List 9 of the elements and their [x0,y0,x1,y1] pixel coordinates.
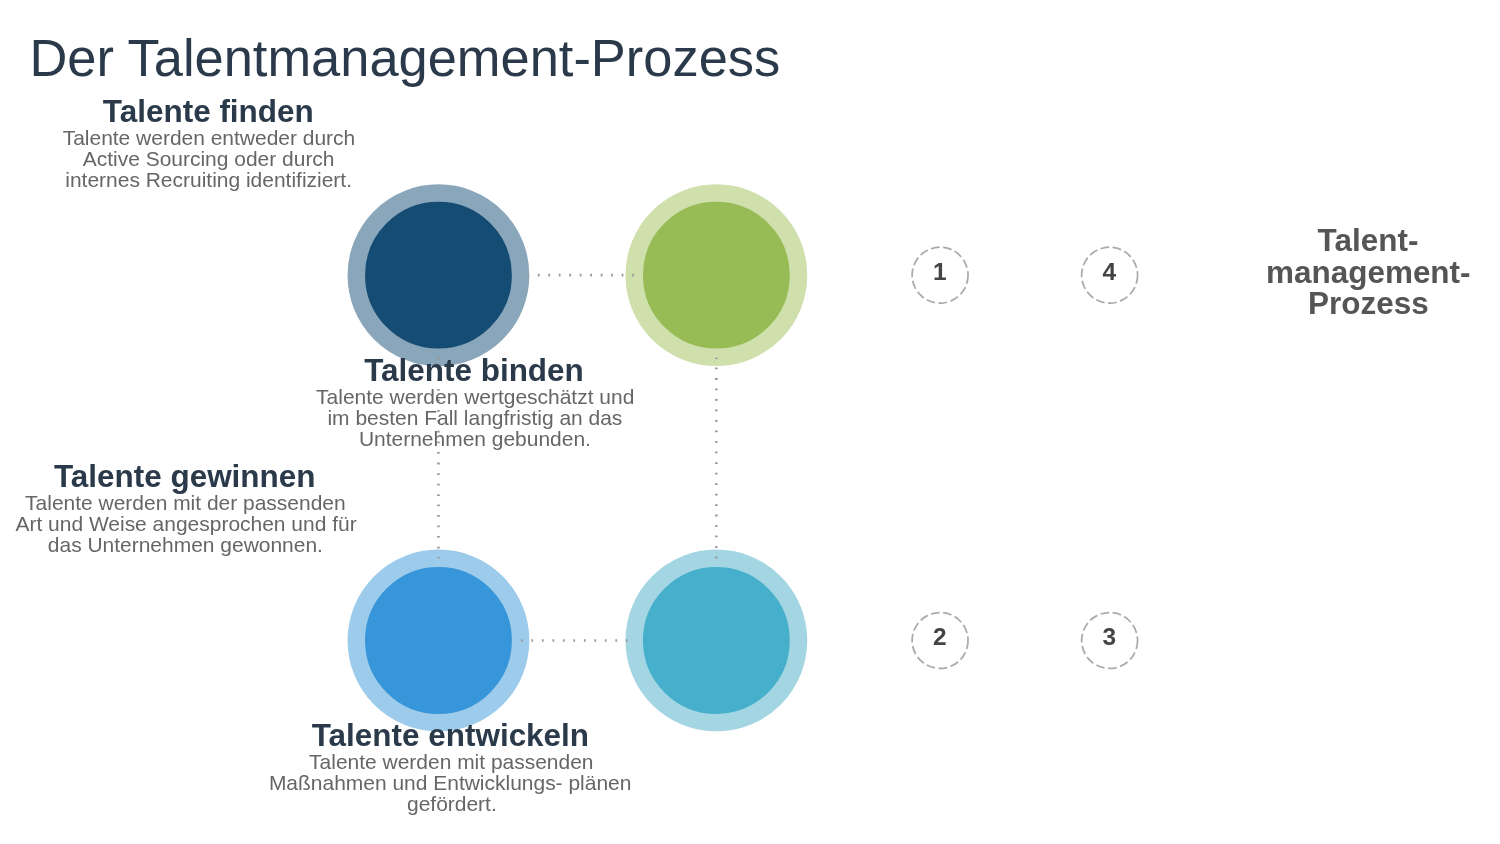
node-circle [625,184,808,367]
node-circle: 4 [1080,246,1139,305]
node-circle [625,549,808,732]
node-circle: 3 [1080,611,1139,670]
node-circle: 1 [911,246,969,305]
node-label: Talente gewinnen [53,459,316,495]
label: Talent- management- Prozess [1266,223,1471,322]
node-circle: 2 [911,611,969,670]
diagram-title: Der Talentmanagement-Prozess [29,28,781,87]
